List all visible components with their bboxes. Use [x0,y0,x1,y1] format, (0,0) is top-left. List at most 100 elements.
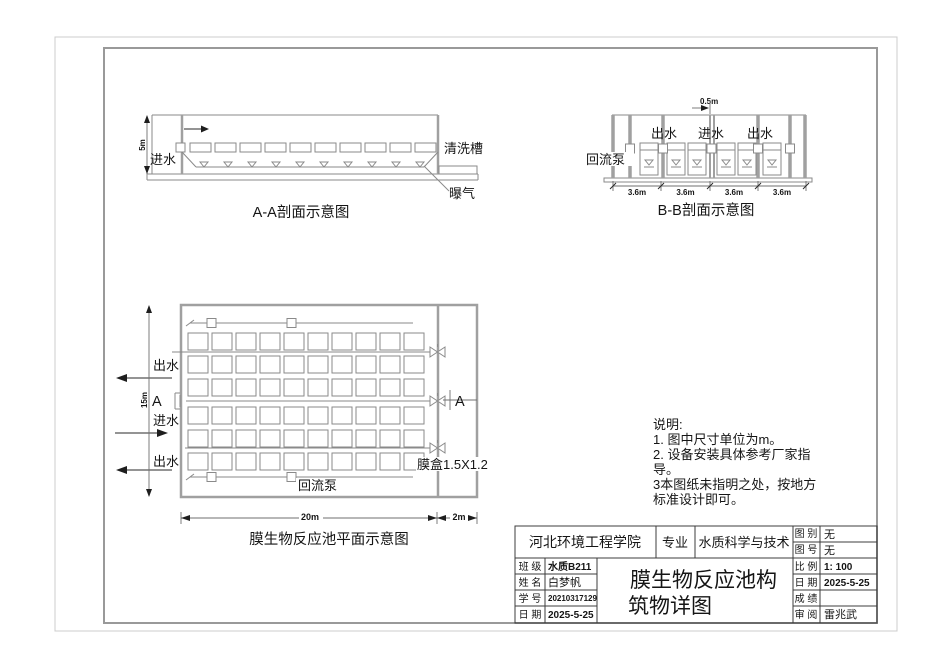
plan-membrane-box [307,452,329,471]
plan-membrane-box [331,429,353,448]
plan-outlet-bottom-label: 出水 [153,454,179,469]
plan-membrane-box [283,378,305,397]
plan-pipes [172,319,431,481]
aa-membrane-box [289,142,312,153]
bb-dim-tick [657,182,665,190]
plan-membrane-box [379,332,401,351]
plan-membrane-box [379,429,401,448]
bb-membrane-unit [639,142,659,176]
plan-pipe-connectors [206,472,217,482]
plan-dim-bottom [450,510,468,521]
plan-membrane-box [283,429,305,448]
plan-membrane-box [307,406,329,425]
plan-membrane-box [259,332,281,351]
bb-outlet-right-label: 出水 [747,126,773,141]
sheet-frame [103,47,878,624]
plan-pipe-connectors [206,318,297,482]
aa-dim-5m: 5m [138,115,150,174]
tb-name-value: 白梦帆 [548,575,581,589]
tb-fig-type-value: 无 [824,529,835,541]
plan-membrane-box [307,429,329,448]
bb-pipe-connector [625,143,635,154]
aa-diffuser-icon [318,161,330,168]
tb-grade-label: 成 绩 [795,592,818,605]
plan-flow-arrows [157,429,168,437]
plan-flow-arrows [116,466,127,474]
plan-membrane-box [187,378,209,397]
plan-membrane-box [379,355,401,374]
aa-membrane-box [339,142,362,153]
plan-membrane-box [235,332,257,351]
notes-line: 导。 [653,462,679,477]
plan-membrane-box [403,429,425,448]
bb-diffuser-icon [741,159,753,166]
tb-scale-label: 比 例 [795,560,818,573]
bb-membrane-unit [762,142,782,176]
plan-membrane-box [331,452,353,471]
plan-membrane-box [403,378,425,397]
plan-membrane-box [355,452,377,471]
aa-membrane-box [389,142,412,153]
plan-dim-2m-label: 2m [452,512,465,522]
bb-dim-05m: 0.5m [692,97,718,114]
plan-membrane-box [307,332,329,351]
tb-date2-label: 日 期 [795,577,818,589]
plan-inlet-fitting [174,392,181,410]
plan-membrane-box [259,355,281,374]
bb-dim-label: 3.6m [676,188,694,197]
plan-membrane-box [259,406,281,425]
plan-membrane-box [331,332,353,351]
plan-membrane-box [379,378,401,397]
bb-diffuser-icon [720,159,732,166]
plan-dim-bottom [181,515,190,521]
aa-membrane-boxes [189,142,437,153]
tb-name-label: 姓 名 [519,576,542,589]
plan-membrane-box [355,355,377,374]
plan-membrane-box [379,406,401,425]
aa-title: A-A剖面示意图 [253,203,350,221]
aa-diffuser-icon [414,161,426,168]
bb-membrane-unit [716,142,736,176]
aa-diffuser-icon [270,161,282,168]
plan-membrane-box [211,429,233,448]
plan-membrane-box [235,378,257,397]
aa-membrane-box [414,142,437,153]
plan-membrane-box [403,332,425,351]
plan-valves [429,344,446,454]
plan-membrane-box [187,332,209,351]
bb-dim-tick [609,182,617,190]
tb-sid-value: 20210317129 [548,594,597,603]
tb-review-label: 审 阅 [795,608,818,621]
bb-dim-tick [802,182,810,190]
aa-diffuser-icon [342,161,354,168]
bb-outlet-left-label: 出水 [651,126,677,141]
tb-major-value: 水质科学与技术 [698,535,789,550]
plan-valves [436,442,446,454]
plan-membrane-box [307,355,329,374]
bb-title: B-B剖面示意图 [658,201,755,219]
plan-membrane-box-label-bg [416,457,498,471]
plan-dim-20m-label: 20m [301,512,319,522]
plan-pipes [185,473,195,481]
aa-tank-outline [146,114,479,181]
plan-dim-bottom [437,515,446,521]
bb-dim-05m-label: 0.5m [700,97,718,106]
plan-membrane-box [235,406,257,425]
plan-membrane-box-label: 膜盒1.5X1.2 [417,457,488,472]
aa-aeration-leader [423,165,450,192]
aa-membrane-box [214,142,237,153]
plan-dim-bottom [299,510,323,521]
aa-wash-trough [438,165,478,175]
plan-membrane-box [355,406,377,425]
aa-inlet-label: 进水 [150,152,176,167]
plan-dim-15m [146,305,152,313]
bb-pipe-connector [753,143,763,154]
aa-membrane-box [314,142,337,153]
plan-membrane-box [403,406,425,425]
bb-diffuser-icon [691,159,703,166]
plan-return-pump-label-bg [296,478,346,492]
notes-line: 3本图纸未指明之处，按地方 [653,477,816,492]
plan-membrane-box [211,452,233,471]
